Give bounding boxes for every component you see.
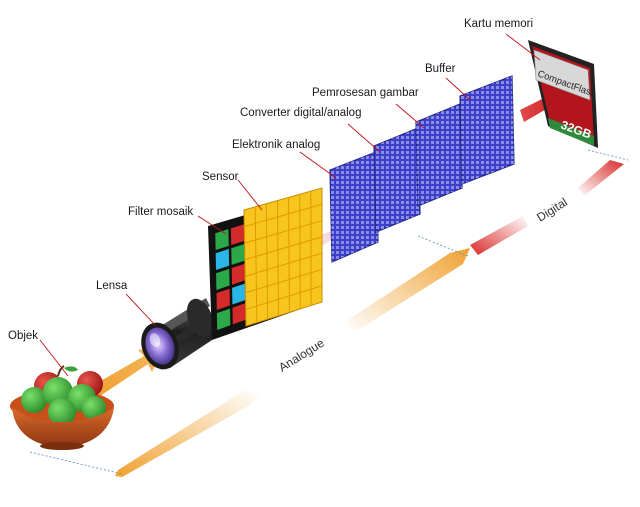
label-da-converter: Converter digital/analog	[240, 107, 361, 119]
leader-analog	[300, 152, 336, 178]
label-buffer: Buffer	[425, 63, 455, 75]
label-object: Objek	[8, 330, 38, 342]
sensor-grid	[244, 188, 322, 326]
label-analog-electronics: Elektronik analog	[232, 139, 320, 151]
compactflash-card-icon: CompactFlash 32GB	[528, 40, 598, 148]
leader-lens	[126, 294, 156, 326]
digital-arrow-lower	[470, 216, 528, 255]
analogue-arrow-upper	[345, 248, 470, 332]
axis-label-digital: Digital	[534, 195, 570, 225]
panel-analog-electronics	[330, 152, 378, 262]
label-image-processing: Pemrosesan gambar	[312, 87, 419, 99]
leader-proc	[396, 104, 424, 128]
label-sensor: Sensor	[202, 171, 238, 183]
digital-arrow-upper	[578, 160, 624, 196]
label-mosaic-filter: Filter mosaik	[128, 206, 193, 218]
axis-dashed-line-3	[588, 150, 628, 160]
axis-label-analogue: Analogue	[276, 336, 327, 375]
label-memory-card: Kartu memori	[464, 18, 533, 30]
panel-image-processing	[416, 104, 462, 206]
analogue-arrow-lower	[115, 390, 260, 477]
panel-dac	[374, 128, 420, 232]
axis-dashed-line-2	[418, 236, 468, 256]
label-lens: Lensa	[96, 280, 127, 292]
leader-buffer	[446, 78, 470, 100]
axis-arrows	[30, 150, 628, 477]
axis-dashed-line-1	[30, 452, 122, 474]
leader-object	[40, 340, 68, 376]
panel-buffer	[460, 76, 514, 184]
sensor-grid-line	[300, 194, 301, 309]
leader-dac	[348, 124, 380, 152]
processing-panels	[330, 76, 514, 262]
apple-bowl-icon	[10, 366, 114, 450]
leader-sensor	[238, 180, 262, 210]
